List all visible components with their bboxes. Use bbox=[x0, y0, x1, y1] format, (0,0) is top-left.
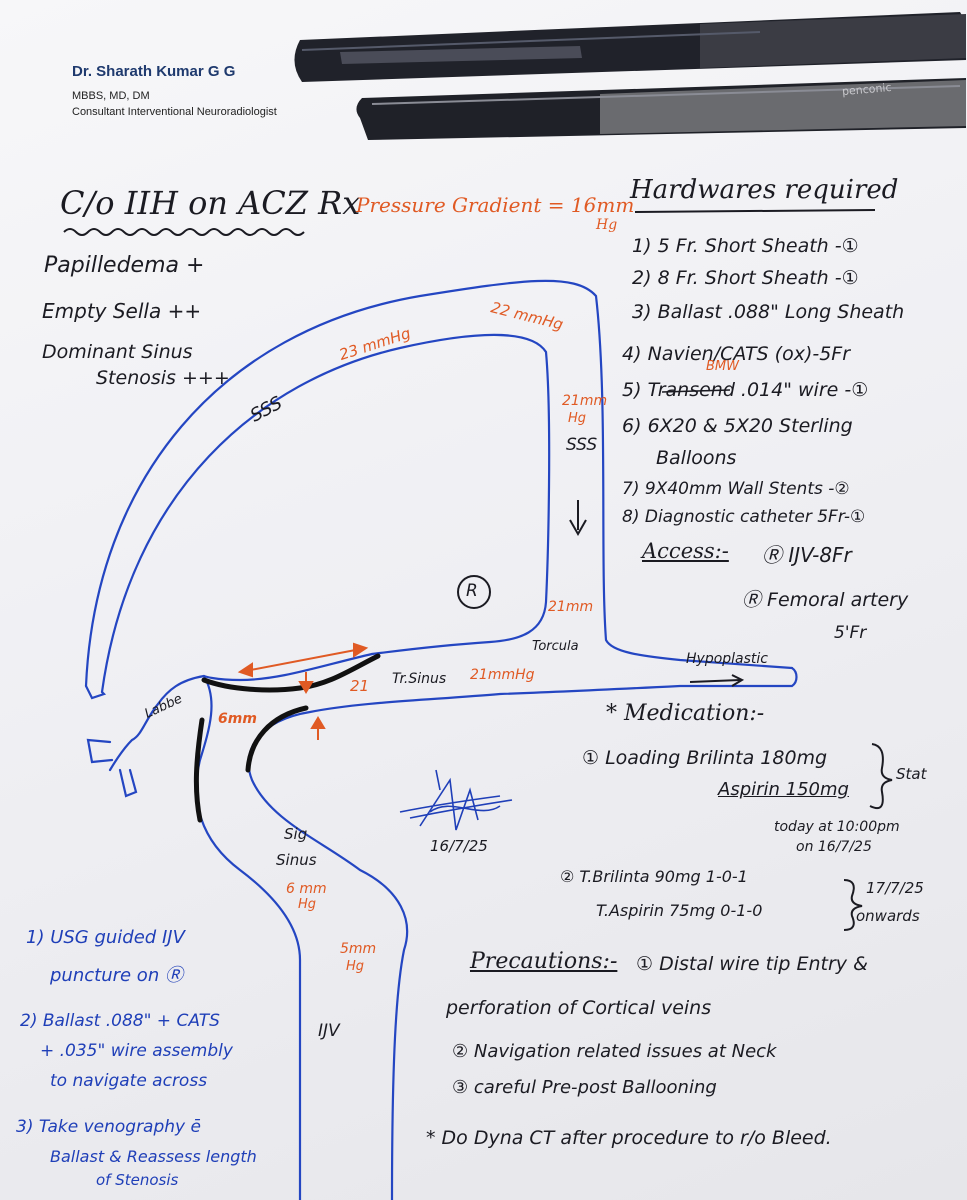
stenosis-left-mark bbox=[193, 717, 205, 823]
label-sinus: Sinus bbox=[276, 851, 317, 869]
label-ijv: IJV bbox=[318, 1021, 340, 1041]
medication-loading: ① Loading Brilinta 180mg bbox=[582, 747, 828, 769]
access-femoral: Ⓡ Femoral artery bbox=[742, 589, 909, 611]
precautions-heading: Precautions:- bbox=[470, 949, 618, 974]
finding-empty-sella: Empty Sella ++ bbox=[42, 299, 202, 323]
precaution-2: ② Navigation related issues at Neck bbox=[452, 1041, 777, 1062]
pressure-21b: 21mm bbox=[548, 599, 594, 615]
pen-top bbox=[294, 12, 966, 82]
doctor-degrees: MBBS, MD, DM bbox=[72, 90, 150, 102]
pressure-21d: 21 bbox=[350, 677, 370, 695]
doctor-name: Dr. Sharath Kumar G G bbox=[72, 63, 236, 80]
vessel-inner-upper bbox=[100, 333, 551, 694]
signature-date: 16/7/25 bbox=[430, 837, 488, 855]
step-2c: to navigate across bbox=[50, 1071, 208, 1091]
pressure-21a: 21mm bbox=[562, 393, 608, 409]
vessel-lower-left bbox=[108, 674, 302, 1200]
pressure-gradient: Pressure Gradient = 16mm bbox=[356, 193, 635, 217]
label-torcula: Torcula bbox=[532, 639, 579, 654]
finding-stenosis: Stenosis +++ bbox=[96, 367, 230, 389]
precaution-1a: ① Distal wire tip Entry & bbox=[636, 953, 868, 975]
hardware-item-8: 8) Diagnostic catheter 5Fr-① bbox=[622, 507, 866, 527]
medication-brilinta-maint: ② T.Brilinta 90mg 1-0-1 bbox=[560, 867, 748, 886]
step-2a: 2) Ballast .088" + CATS bbox=[20, 1011, 220, 1031]
stenosis-upper-mark bbox=[201, 653, 381, 693]
hardware-item-7: 7) 9X40mm Wall Stents -② bbox=[622, 479, 850, 499]
finding-dominant-sinus: Dominant Sinus bbox=[42, 341, 193, 363]
hardware-item-1: 1) 5 Fr. Short Sheath -① bbox=[632, 235, 859, 257]
finding-papilledema: Papilledema + bbox=[44, 253, 205, 278]
medication-time: today at 10:00pm bbox=[774, 819, 900, 835]
hardware-item-5: 5) Transend .014" wire -① bbox=[622, 379, 869, 401]
access-heading: Access:- bbox=[642, 539, 729, 563]
label-sig: Sig bbox=[284, 825, 308, 843]
measure-arrow-right bbox=[353, 642, 369, 658]
precaution-1b: perforation of Cortical veins bbox=[446, 997, 712, 1019]
hardware-item-3: 3) Ballast .088" Long Sheath bbox=[632, 301, 905, 323]
pressure-21a-unit: Hg bbox=[568, 411, 587, 426]
step-1b: puncture on Ⓡ bbox=[50, 965, 183, 986]
hardware-item-2: 2) 8 Fr. Short Sheath -① bbox=[632, 267, 859, 289]
doctor-title: Consultant Interventional Neuroradiologi… bbox=[72, 106, 277, 118]
medication-heading: * Medication:- bbox=[606, 701, 765, 726]
vessel-cut-end-left bbox=[84, 684, 107, 700]
measure-arrow-line bbox=[239, 647, 367, 673]
label-hypoplastic: Hypoplastic bbox=[686, 651, 768, 667]
case-heading: C/o IIH on ACZ Rx bbox=[60, 184, 361, 222]
vessel-inner-transverse bbox=[202, 652, 374, 682]
stenosis-lower-mark bbox=[245, 705, 309, 773]
step-3a: 3) Take venography ē bbox=[16, 1117, 201, 1137]
hardware-heading: Hardwares required bbox=[630, 175, 899, 205]
pressure-6b: 6 mm bbox=[286, 881, 327, 897]
label-tr-sinus: Tr.Sinus bbox=[392, 671, 447, 687]
access-femoral-size: 5'Fr bbox=[834, 623, 867, 643]
medication-onwards: onwards bbox=[856, 907, 920, 925]
step-1a: 1) USG guided IJV bbox=[26, 927, 185, 948]
precaution-3: ③ careful Pre-post Ballooning bbox=[452, 1077, 717, 1098]
hardware-bmw-note: BMW bbox=[706, 359, 739, 374]
medication-from-date: 17/7/25 bbox=[866, 879, 924, 897]
pressure-21c: 21mmHg bbox=[470, 667, 535, 683]
pens-image bbox=[294, 12, 966, 140]
pointer-up-head bbox=[310, 716, 326, 729]
access-ijv: Ⓡ IJV-8Fr bbox=[762, 543, 852, 567]
hypoplastic-arrow-head bbox=[731, 674, 745, 687]
pressure-6b-unit: Hg bbox=[298, 897, 317, 912]
label-r-mark: R bbox=[466, 581, 478, 601]
measure-arrow-left bbox=[237, 662, 253, 678]
flow-arrow-head bbox=[569, 519, 587, 537]
hypoplastic-arrow bbox=[689, 679, 741, 683]
medication-aspirin-maint: T.Aspirin 75mg 0-1-0 bbox=[596, 901, 763, 920]
pressure-5-unit: Hg bbox=[346, 959, 365, 974]
step-3c: of Stenosis bbox=[96, 1171, 179, 1189]
medication-date: on 16/7/25 bbox=[796, 839, 872, 855]
pen-bottom bbox=[356, 78, 966, 140]
r-circle bbox=[457, 575, 491, 609]
precaution-note: * Do Dyna CT after procedure to r/o Blee… bbox=[426, 1127, 832, 1149]
hardware-item-4: 4) Navien/CATS (ox)-5Fr bbox=[622, 343, 851, 365]
vessel-labbe-stumps bbox=[86, 738, 138, 798]
medication-stat: Stat bbox=[896, 765, 927, 783]
pointer-down-head bbox=[298, 681, 314, 694]
pressure-gradient-unit: Hg bbox=[596, 217, 618, 233]
hardware-item-6: 6) 6X20 & 5X20 Sterling bbox=[622, 415, 853, 437]
pressure-5: 5mm bbox=[340, 941, 377, 957]
step-3b: Ballast & Reassess length bbox=[50, 1147, 257, 1166]
medication-aspirin-loading: Aspirin 150mg bbox=[718, 779, 849, 800]
label-sss-right: SSS bbox=[566, 435, 598, 455]
hardware-item-6b: Balloons bbox=[656, 447, 737, 469]
step-2b: + .035" wire assembly bbox=[40, 1041, 233, 1061]
vessel-outer-upper bbox=[84, 279, 794, 688]
pressure-6a: 6mm bbox=[218, 711, 257, 727]
